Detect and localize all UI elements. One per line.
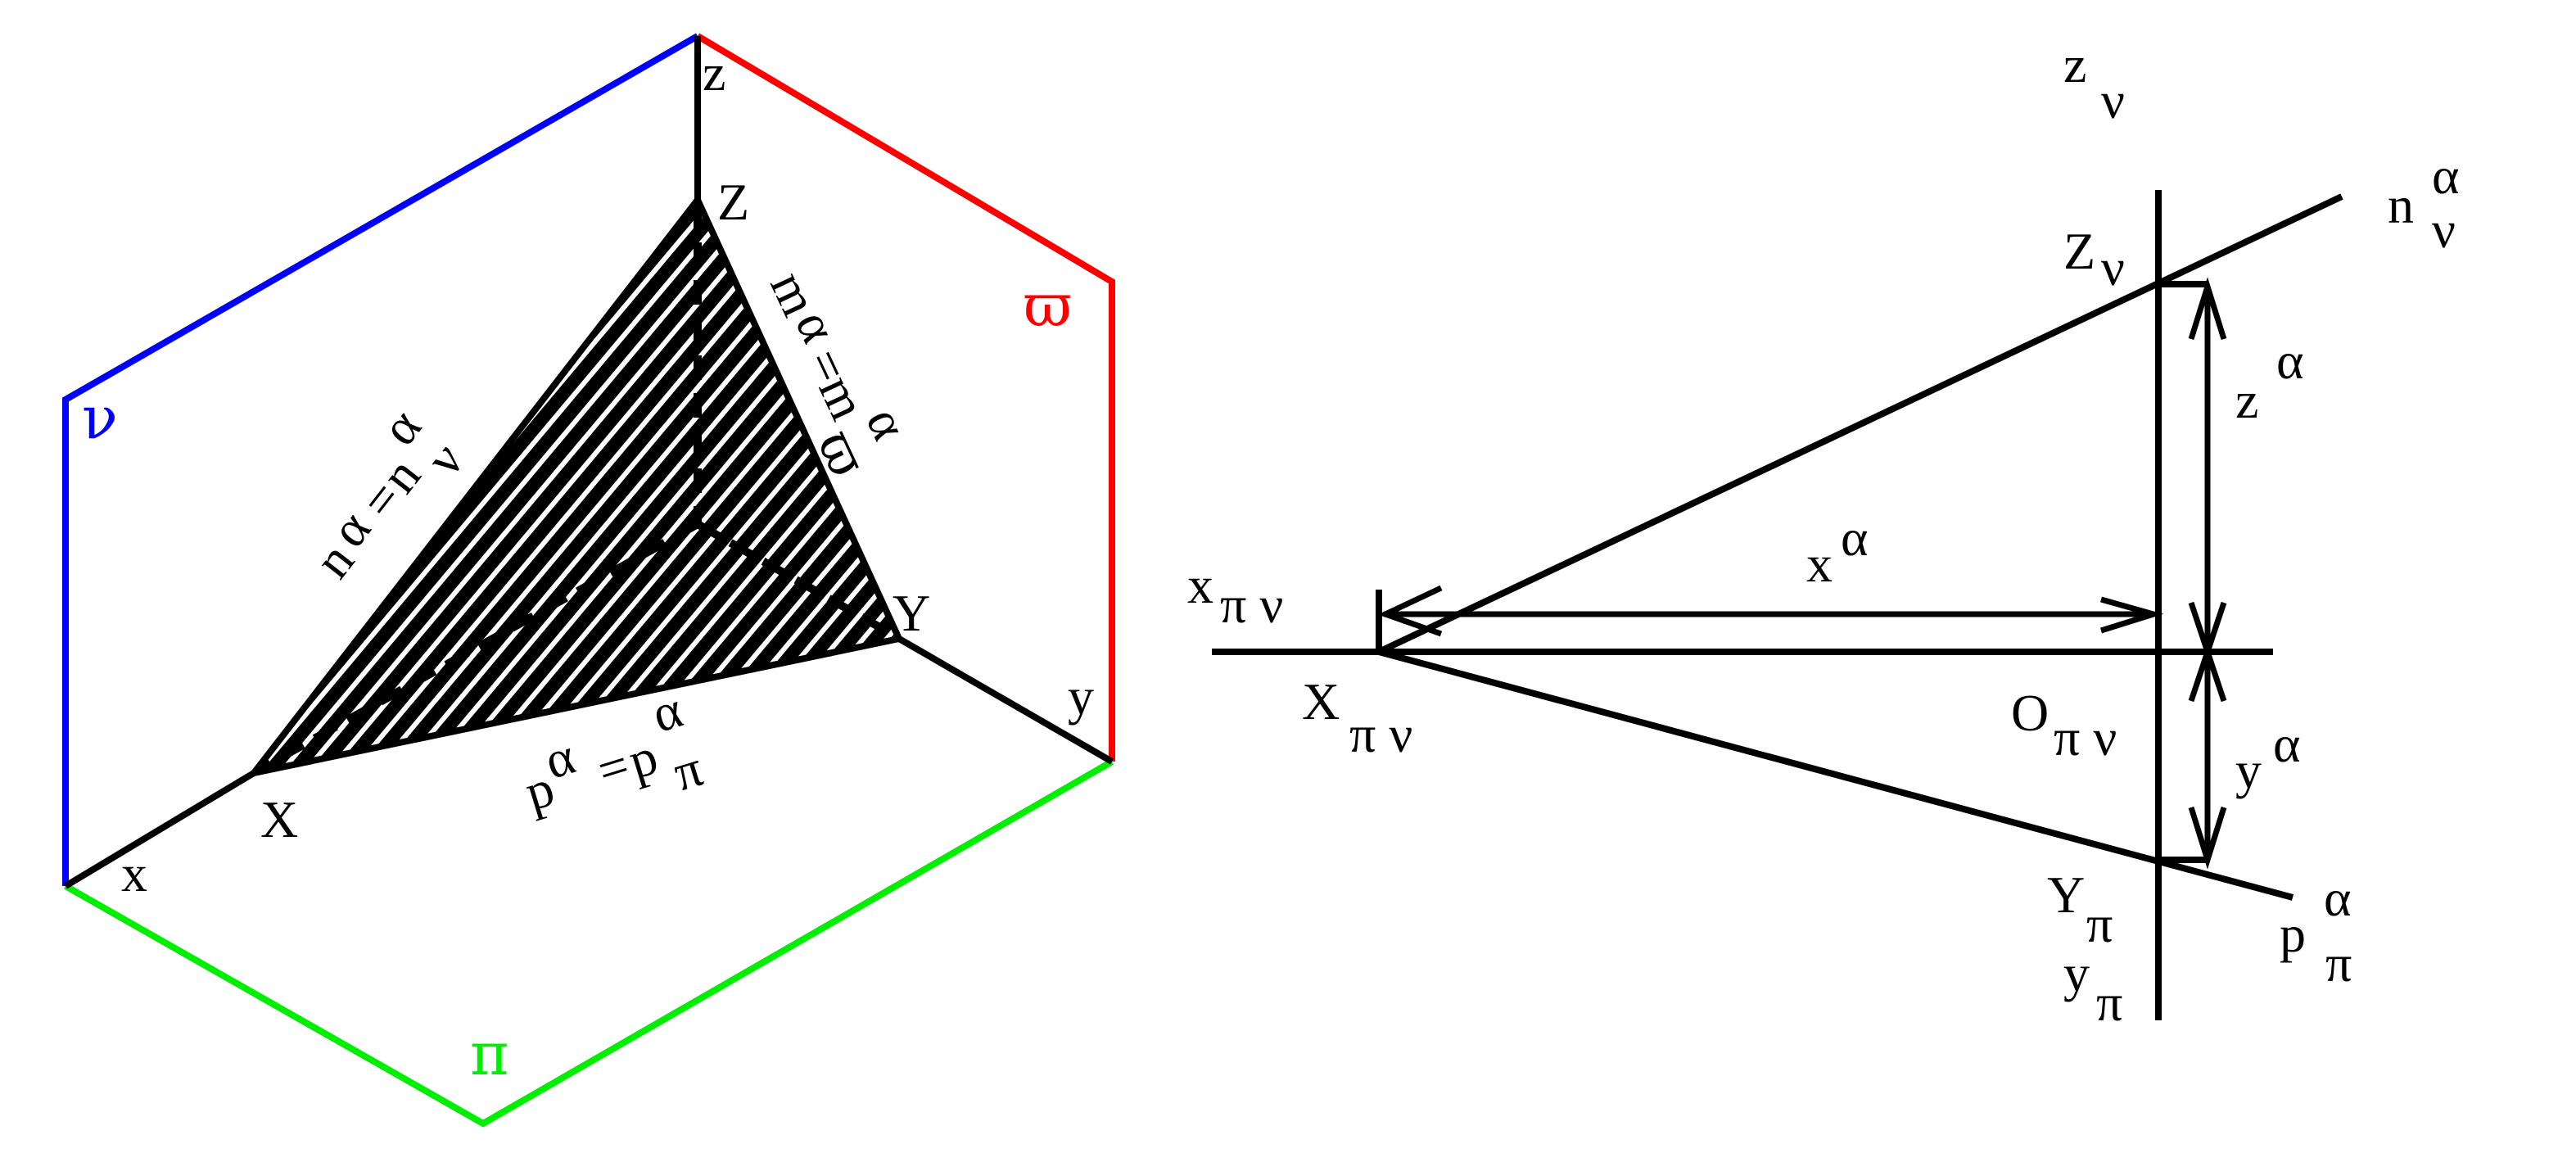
svg-text:ν: ν — [2101, 71, 2125, 129]
left-3d-view: ν ϖ π z x y Z Y X n α = n α ν m α = m α … — [62, 33, 1115, 1128]
svg-text:p: p — [2280, 905, 2306, 963]
point-Y-label: Y — [893, 584, 930, 642]
point-Z-label: Z — [717, 173, 749, 231]
Z-nu-point-label: Z ν — [2063, 222, 2125, 296]
svg-text:π: π — [2325, 934, 2352, 992]
x-dim-arrow-left — [1377, 585, 1443, 637]
nu-plane-label: ν — [82, 383, 118, 452]
pi-plane-outline — [64, 758, 1114, 1128]
y-alpha-dim-label: y α — [2235, 715, 2301, 799]
svg-text:X: X — [1302, 672, 1340, 730]
point-X-label: X — [260, 790, 298, 848]
z-axis-label: z — [703, 43, 725, 102]
pi-plane-label: π — [470, 1020, 508, 1088]
svg-text:α: α — [2276, 332, 2304, 390]
svg-text:Y: Y — [2047, 866, 2085, 924]
O-pinu-point-label: O π ν — [2011, 684, 2117, 766]
z-dim-arrow-top — [2188, 277, 2227, 341]
svg-text:π ν: π ν — [1220, 576, 1283, 634]
varpi-plane-label: ϖ — [1024, 271, 1072, 340]
svg-text:α: α — [2432, 147, 2460, 205]
p-alpha-pi-trace-label: p α π — [2280, 869, 2352, 992]
svg-text:π: π — [667, 739, 709, 802]
y-dim-arrow-bottom — [2188, 806, 2227, 870]
svg-text:α: α — [2273, 715, 2301, 773]
y-dim-arrow-top — [2188, 642, 2227, 703]
x-pinu-axis-label: x π ν — [1187, 556, 1283, 634]
x-dim-arrow-right — [2099, 596, 2164, 634]
svg-text:ν: ν — [2101, 238, 2125, 296]
x-axis-line — [63, 770, 256, 889]
trace-triangle — [251, 197, 902, 776]
svg-text:ν: ν — [2432, 201, 2456, 259]
X-pinu-point-label: X π ν — [1302, 672, 1412, 763]
svg-text:z: z — [2235, 371, 2258, 429]
svg-text:O: O — [2011, 684, 2049, 742]
svg-text:z: z — [2063, 35, 2086, 93]
svg-text:α: α — [1841, 509, 1869, 567]
svg-text:n: n — [2388, 176, 2414, 234]
svg-text:y: y — [2063, 944, 2090, 1002]
x-alpha-dim-label: x α — [1806, 509, 1869, 593]
z-nu-axis-label: z ν — [2063, 35, 2125, 129]
svg-text:π ν: π ν — [2054, 708, 2117, 766]
svg-text:Z: Z — [2063, 222, 2095, 280]
y-axis-label: y — [1068, 667, 1094, 726]
n-alpha-nu-trace-label: n α ν — [2388, 147, 2460, 259]
y-pi-axis-label: y π — [2063, 944, 2122, 1032]
svg-text:π: π — [2096, 974, 2122, 1032]
varpi-plane-outline — [695, 33, 1115, 762]
epure-n-trace — [1377, 193, 2343, 655]
y-axis-line — [897, 635, 1114, 765]
right-epure-view: z ν y π x π ν Z ν X π ν O π ν Y π n α — [1187, 35, 2460, 1032]
svg-text:π ν: π ν — [1349, 705, 1412, 763]
svg-text:y: y — [2235, 741, 2262, 799]
Y-pi-point-label: Y π — [2047, 866, 2113, 953]
svg-text:x: x — [1806, 535, 1833, 593]
epure-p-trace — [1377, 649, 2294, 901]
nu-plane-outline — [62, 33, 699, 886]
svg-text:α: α — [645, 680, 689, 744]
svg-text:π: π — [2086, 895, 2113, 953]
x-axis-hidden — [256, 520, 700, 774]
z-alpha-dim-label: z α — [2235, 332, 2304, 429]
svg-text:x: x — [1187, 556, 1213, 614]
x-axis-label: x — [121, 844, 147, 902]
svg-text:α: α — [2324, 869, 2352, 927]
